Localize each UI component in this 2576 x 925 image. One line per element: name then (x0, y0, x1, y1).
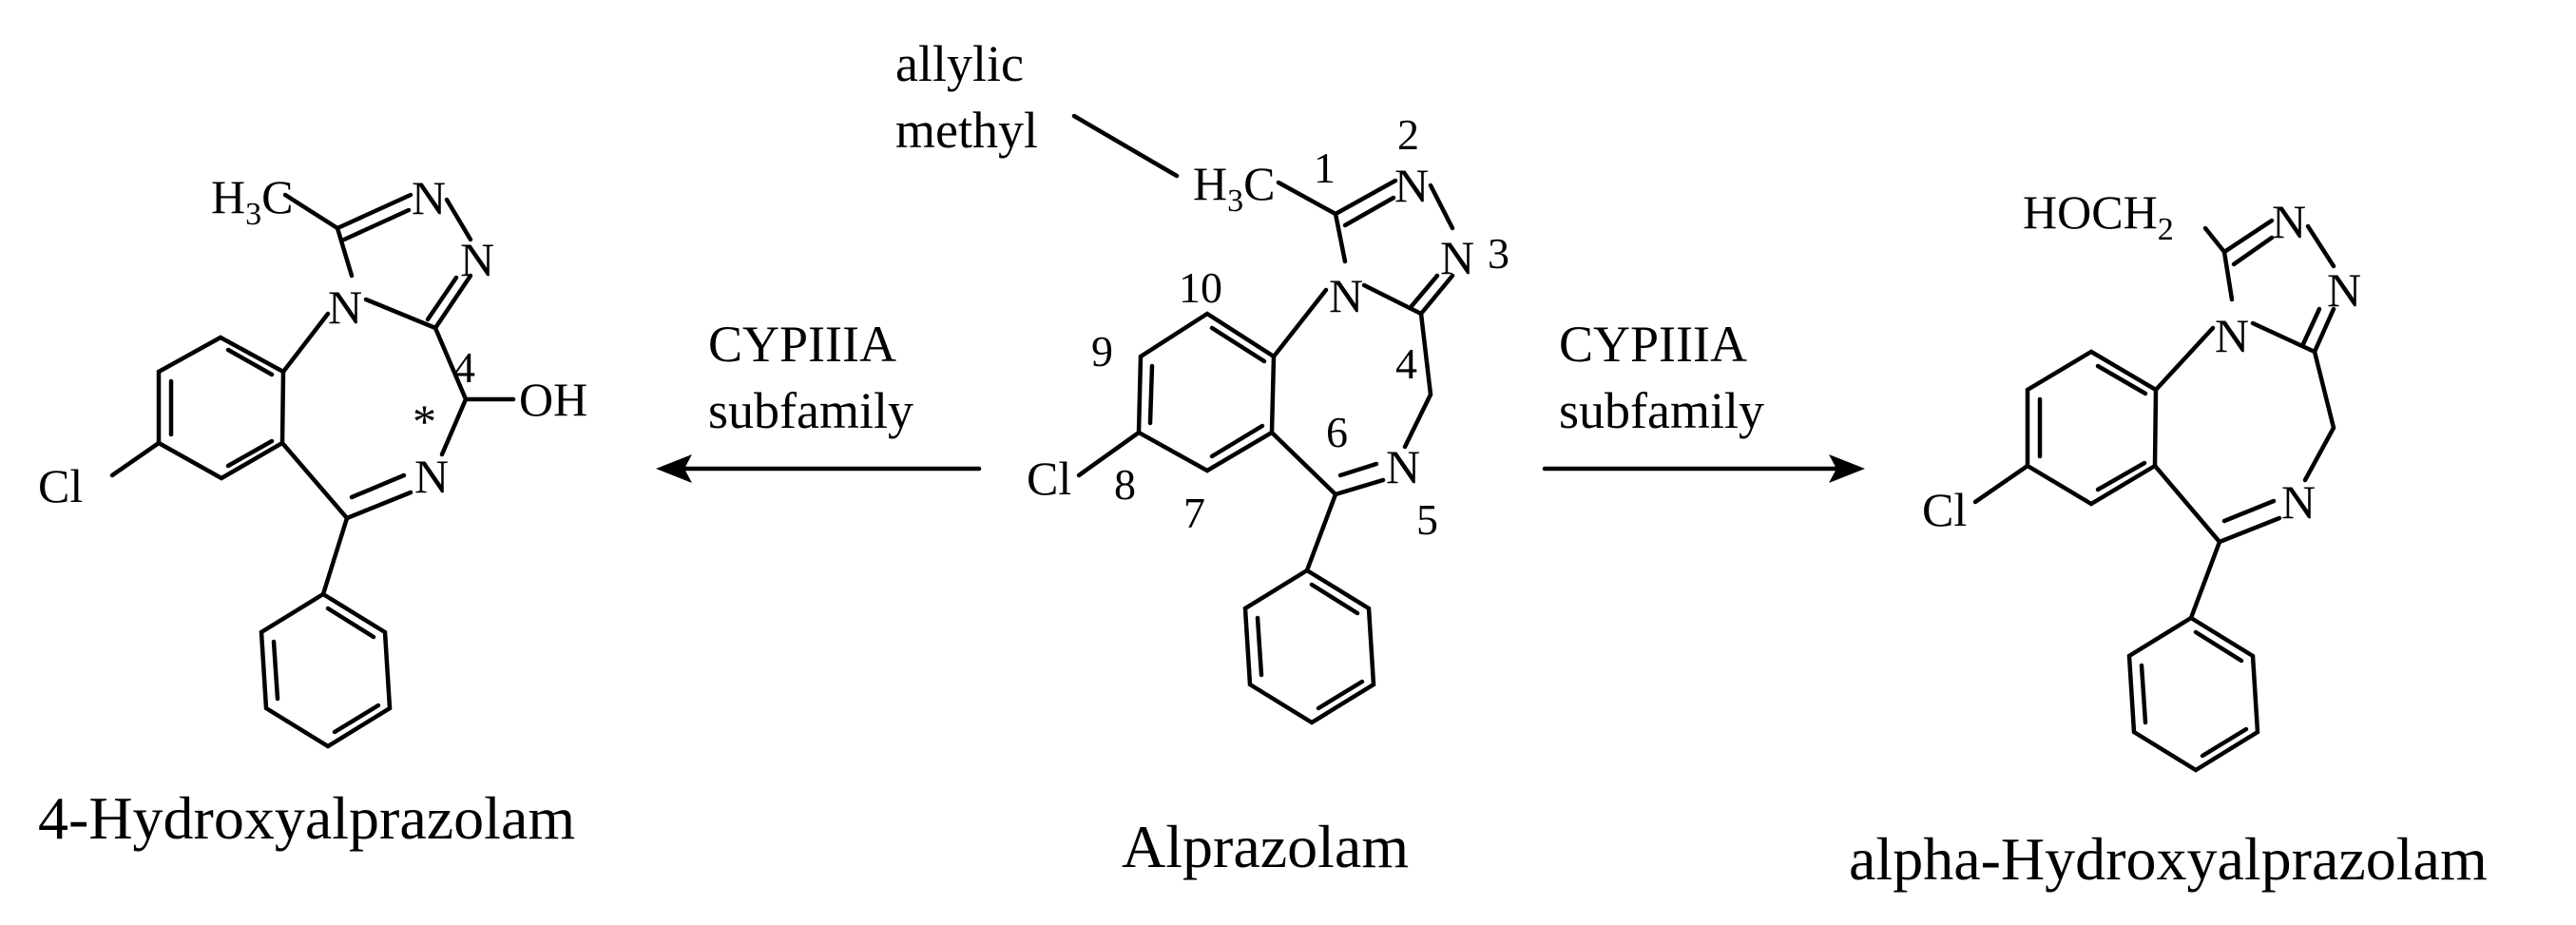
triazole-n-label-top: N (412, 171, 446, 224)
locant-7: 7 (1183, 489, 1205, 537)
chiral-center-mark: * (413, 395, 436, 448)
imine-n-label: N (2281, 475, 2316, 529)
hydroxymethyl-label: HOCH2 (2023, 185, 2174, 247)
bonds-alpha-hydroxyalprazolam (1972, 218, 2336, 773)
enzyme-label-right-line2: subfamily (1559, 382, 1764, 439)
locant-10: 10 (1179, 263, 1222, 312)
chlorine-label: Cl (1027, 452, 1071, 505)
enzyme-label-left-line2: subfamily (708, 382, 913, 439)
locant-4: 4 (1395, 339, 1417, 388)
triazole-n-label-bridge: N (328, 280, 362, 334)
imine-n-label: N (414, 450, 449, 503)
caption-4-hydroxyalprazolam: 4-Hydroxyalprazolam (38, 784, 575, 852)
caption-alprazolam: Alprazolam (1122, 813, 1409, 880)
bonds-alprazolam (1071, 113, 1455, 725)
triazole-n-label-right: N (460, 233, 494, 286)
triazole-n-label-bridge: N (2215, 309, 2249, 362)
locant-5: 5 (1416, 495, 1438, 544)
enzyme-label-left-line1: CYPIIIA (708, 316, 896, 373)
caption-alpha-hydroxyalprazolam: alpha-Hydroxyalprazolam (1849, 825, 2488, 893)
chlorine-label: Cl (1922, 483, 1967, 536)
imine-n-label: N (1386, 440, 1420, 493)
locant-9: 9 (1091, 327, 1113, 376)
molecule-alprazolam: allylic methyl H3C N N N N Cl 1 2 3 4 5 … (895, 35, 1509, 725)
locant-1: 1 (1314, 144, 1336, 192)
methyl-h-label: H3C (211, 170, 293, 232)
triazole-n-label-bridge: N (1329, 269, 1363, 322)
triazole-n-label-top: N (2272, 195, 2306, 248)
position-4-locant: 4 (453, 343, 475, 392)
reaction-arrow-right (1542, 454, 1865, 483)
molecule-alpha-hydroxyalprazolam: HOCH2 N N N N Cl (1922, 185, 2361, 773)
locant-6: 6 (1326, 408, 1348, 456)
methyl-h-label: H3C (1193, 157, 1275, 219)
locant-3: 3 (1488, 229, 1509, 278)
reaction-arrow-left (656, 454, 982, 483)
bonds-4-hydroxyalprazolam (109, 192, 516, 749)
triazole-n-label-top: N (1394, 159, 1429, 212)
triazole-n-label-right: N (1440, 231, 1474, 284)
locant-2: 2 (1397, 110, 1419, 159)
triazole-n-label-right: N (2327, 263, 2361, 317)
molecule-4-hydroxyalprazolam: H3C N N N N Cl OH * 4 (38, 170, 587, 749)
chlorine-label: Cl (38, 459, 83, 512)
allylic-methyl-annotation-line2: methyl (895, 102, 1038, 159)
hydroxyl-label: OH (519, 373, 587, 426)
allylic-methyl-annotation-line1: allylic (895, 35, 1024, 92)
enzyme-label-right-line1: CYPIIIA (1559, 316, 1747, 373)
locant-8: 8 (1114, 460, 1136, 509)
